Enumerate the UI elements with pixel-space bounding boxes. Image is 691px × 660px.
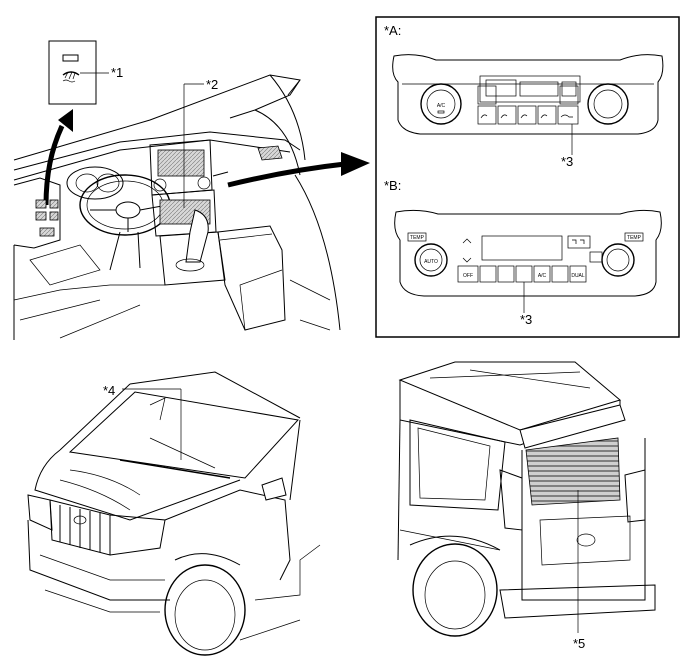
panel-b-button-row: OFF A/C DUAL	[457, 251, 603, 283]
callout-3b: *3	[520, 312, 532, 327]
deicer-icon	[62, 71, 80, 83]
arrow-to-panels	[227, 152, 370, 188]
callout-5: *5	[573, 636, 585, 651]
climate-panel-b: TEMP TEMP AUTO OFF A/C DUAL	[394, 209, 662, 297]
vehicle-rear-illustration	[397, 361, 656, 637]
panel-a-label: *A:	[384, 23, 401, 38]
rear-defogger-icon	[589, 251, 603, 263]
vehicle-interior-illustration	[13, 74, 341, 340]
callout-3a-group: *3	[561, 124, 573, 169]
vehicle-front-illustration	[27, 371, 321, 656]
callout-2-group: *2	[183, 77, 218, 208]
arrow-to-switch	[43, 109, 73, 206]
panel-a-ac-label: A/C	[437, 103, 446, 109]
climate-panel-a: A/C	[392, 54, 664, 135]
callout-4: *4	[103, 383, 115, 398]
callout-3a: *3	[561, 154, 573, 169]
callout-3b-group: *3	[520, 282, 532, 327]
callout-1: *1	[111, 65, 123, 80]
temp-left-label: TEMP	[410, 235, 425, 241]
callout-2: *2	[206, 77, 218, 92]
callout-4-group: *4	[103, 383, 182, 460]
panel-b-label: *B:	[384, 178, 401, 193]
auto-label: AUTO	[424, 259, 438, 265]
temp-right-label: TEMP	[627, 235, 642, 241]
panel-b-ac-label: A/C	[538, 273, 547, 279]
panel-a-button-row	[477, 85, 579, 125]
callout-5-group: *5	[573, 490, 585, 651]
rear-defogger-icon	[560, 114, 573, 118]
dual-label: DUAL	[571, 273, 585, 279]
wiper-deicer-switch-detail: *1	[48, 40, 123, 105]
off-label: OFF	[463, 273, 473, 279]
